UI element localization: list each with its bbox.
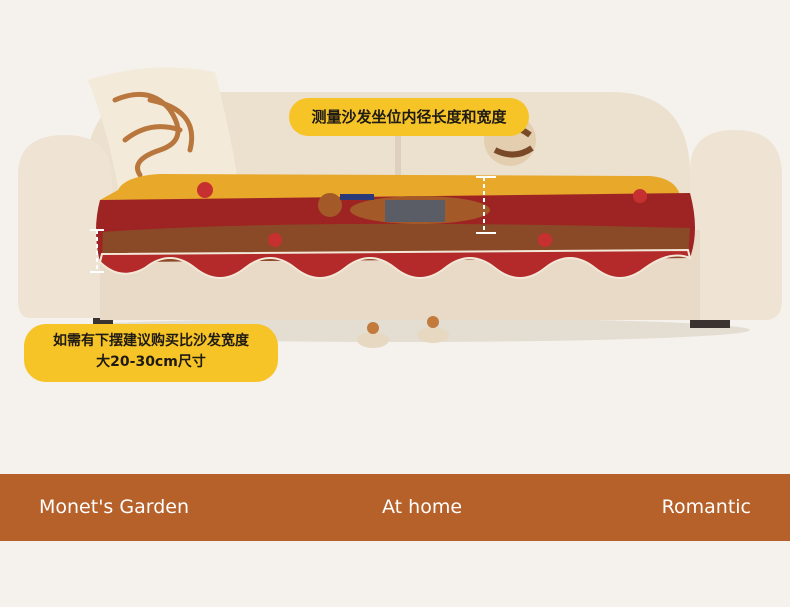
callout-skirt-line1: 如需有下摆建议购买比沙发宽度 [53, 333, 249, 349]
footer-center-text: At home [382, 496, 463, 518]
dog-illustration [318, 193, 490, 224]
callout-measure-seat: 测量沙发坐位内径长度和宽度 [289, 98, 529, 136]
apple-prints [197, 182, 647, 247]
cover-scallop [98, 248, 692, 279]
sofa-photo [18, 67, 782, 348]
footer-left-text: Monet's Garden [39, 496, 189, 518]
sofa-arm-right [690, 130, 782, 320]
sofa-arm-left [18, 135, 112, 318]
slippers [357, 316, 449, 348]
callout-skirt-advice: 如需有下摆建议购买比沙发宽度 大20-30cm尺寸 [24, 324, 278, 382]
callout-skirt-line2: 大20-30cm尺寸 [96, 354, 206, 370]
throw-pillow [88, 67, 238, 191]
callout-measure-seat-text: 测量沙发坐位内径长度和宽度 [311, 108, 507, 126]
footer-band: Monet's Garden At home Romantic [0, 474, 790, 541]
cover-top [100, 174, 680, 200]
footer-right-text: Romantic [661, 496, 751, 518]
